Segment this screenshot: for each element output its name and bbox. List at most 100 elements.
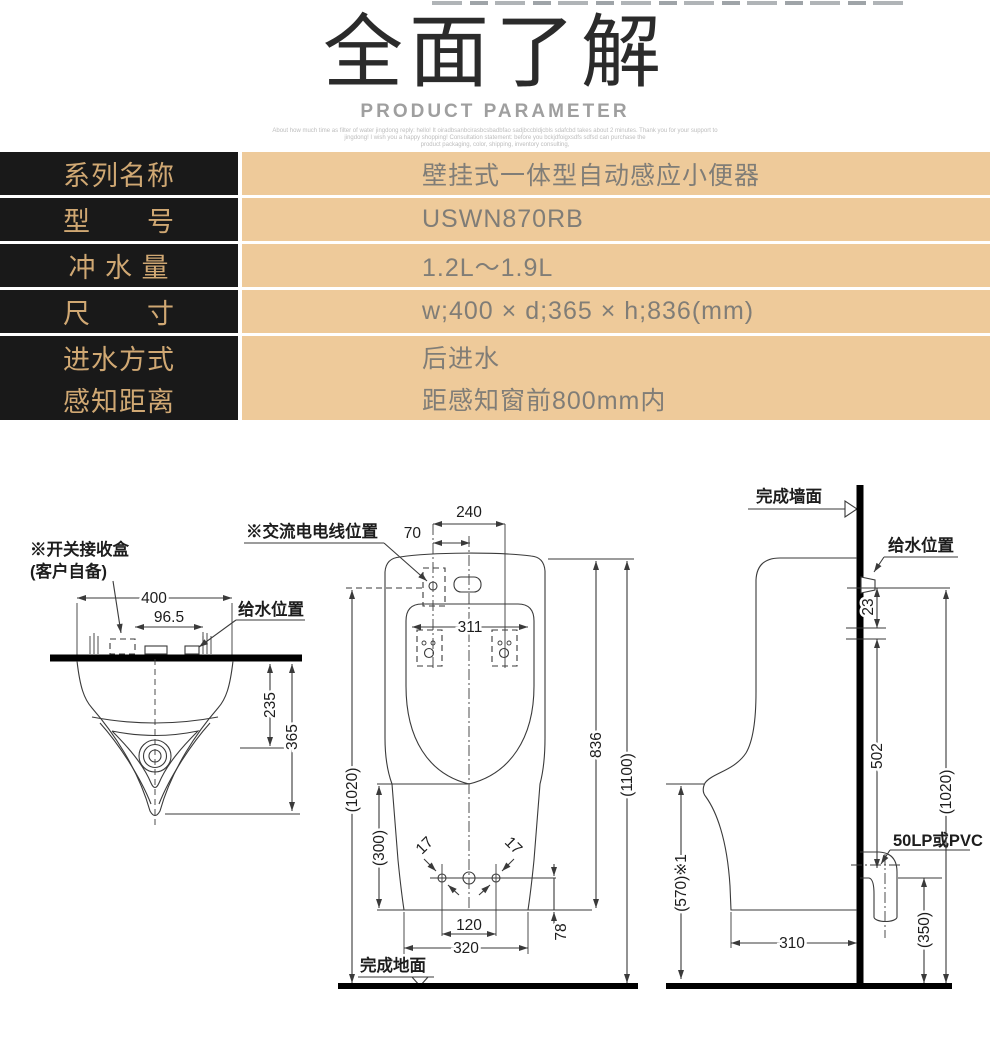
break-lines	[846, 627, 886, 640]
dim-78: 78	[553, 923, 570, 940]
row-value-inlet: 后进水	[422, 345, 501, 373]
dim-120: 120	[456, 917, 482, 934]
header: 全面了解 PRODUCT PARAMETER About how much ti…	[0, 12, 990, 149]
hole-arrow	[501, 858, 515, 872]
pipe-centerlines	[851, 854, 902, 938]
leader-line	[873, 556, 885, 573]
mount-hole	[430, 640, 436, 646]
page-subtitle: PRODUCT PARAMETER	[360, 100, 630, 122]
bowl-outline	[405, 603, 535, 785]
mount-hole	[421, 640, 427, 646]
table-row: 冲 水 量 1.2L～1.9L	[0, 244, 990, 287]
dim-320: 320	[453, 940, 479, 957]
dim-310: 310	[779, 935, 805, 952]
inner-chevrons	[99, 722, 211, 805]
row-value-sensing: 距感知窗前800mm内	[422, 387, 667, 415]
water-supply-label: 给水位置	[238, 599, 304, 619]
dim-70: 70	[404, 525, 422, 542]
row-value-inlet-sensing: 后进水 距感知窗前800mm内	[242, 336, 990, 420]
leader-line	[198, 619, 237, 648]
dim-311: 311	[458, 619, 483, 636]
extension-lines	[441, 864, 497, 936]
dim-240: 240	[456, 504, 482, 521]
row-value-series: 壁挂式一体型自动感应小便器	[242, 152, 990, 195]
dim-1020-right: (1020)	[938, 770, 955, 815]
pipe-ticks-left	[89, 633, 99, 654]
wall-datum-triangle	[844, 499, 858, 519]
table-row: 尺 寸 w;400 × d;365 × h;836(mm)	[0, 290, 990, 333]
hole-arrow	[447, 884, 460, 896]
switch-receiver-box	[109, 638, 136, 655]
water-supply-fitting	[860, 576, 876, 594]
switch-box-note-line1: ※开关接收盒	[30, 539, 130, 559]
finished-floor-label: 完成地面	[360, 955, 426, 975]
row-label-size: 尺 寸	[0, 290, 238, 333]
fine-print-line: product packaging, color, shipping, inve…	[420, 141, 570, 148]
switch-box-note-line2: (客户自备)	[30, 561, 107, 581]
urinal-top-outline	[76, 660, 234, 817]
row-label-sensing: 感知距离	[63, 386, 175, 417]
side-view: 完成墙面 (570)※1 310 给水位置 23 502	[666, 485, 983, 989]
dim-96-5: 96.5	[154, 609, 184, 626]
extension-lines	[76, 603, 233, 655]
row-label-inlet: 进水方式	[63, 344, 175, 375]
table-row: 型 号 USWN870RB	[0, 198, 990, 241]
mount-hole-zone-right	[491, 629, 518, 667]
dim-17-right: 17	[501, 834, 525, 858]
leader-line	[112, 580, 123, 634]
top-view: ※开关接收盒 (客户自备) 400 96.5 给水位置	[30, 539, 305, 827]
dim-836: 836	[588, 732, 605, 758]
row-value-size: w;400 × d;365 × h;836(mm)	[242, 290, 990, 333]
leader-line	[383, 542, 428, 582]
table-row: 系列名称 壁挂式一体型自动感应小便器	[0, 152, 990, 195]
water-supply-fitting	[184, 645, 200, 655]
row-value-model: USWN870RB	[242, 198, 990, 241]
table-row: 进水方式 感知距离 后进水 距感知窗前800mm内	[0, 336, 990, 420]
leader-line	[880, 849, 891, 865]
bowl-shield	[111, 730, 200, 789]
dim-502: 502	[869, 743, 886, 769]
page-title: 全面了解	[323, 8, 667, 97]
urinal-front-outline	[384, 552, 546, 911]
center-fitting	[144, 645, 168, 655]
drain-pipe-elbow	[860, 851, 898, 923]
row-label-series: 系列名称	[0, 152, 238, 195]
dim-300: (300)	[371, 830, 388, 866]
front-view: ※交流电电线位置 240 70 311	[244, 504, 639, 989]
drain-pipe-label: 50LP或PVC	[893, 830, 983, 850]
spec-table: 系列名称 壁挂式一体型自动感应小便器 型 号 USWN870RB 冲 水 量 1…	[0, 152, 990, 423]
row-label-inlet-sensing: 进水方式 感知距离	[0, 336, 238, 420]
ac-cord-label: ※交流电电线位置	[246, 521, 378, 541]
dim-235: 235	[262, 692, 279, 718]
mount-hole-zone-left	[416, 629, 443, 667]
floor-datum-triangle	[410, 976, 430, 987]
dim-23: 23	[860, 598, 877, 615]
water-supply-label: 给水位置	[888, 535, 954, 555]
hole-arrow	[423, 858, 437, 872]
cutoff-text-strip	[432, 1, 908, 5]
dim-1020-left: (1020)	[344, 768, 361, 813]
dim-400: 400	[141, 590, 167, 607]
dim-350: (350)	[916, 912, 933, 948]
dim-365: 365	[284, 724, 301, 750]
row-label-model: 型 号	[0, 198, 238, 241]
row-value-flush: 1.2L～1.9L	[242, 244, 990, 287]
ac-cord-zone	[422, 567, 446, 607]
installation-drawing: ※开关接收盒 (客户自备) 400 96.5 给水位置	[30, 485, 983, 989]
pipe-ticks-right	[202, 633, 212, 654]
mount-hole	[506, 640, 512, 646]
dim-1100: (1100)	[619, 753, 636, 797]
dim-17-left: 17	[413, 834, 437, 858]
mount-hole	[423, 647, 435, 659]
fine-print-line: About how much time as filter of water j…	[272, 127, 718, 134]
fine-print: About how much time as filter of water j…	[0, 128, 990, 149]
fine-print-line: jingdong! I wish you a happy shopping! C…	[344, 134, 646, 141]
hole-arrow	[478, 884, 491, 896]
finished-wall-label: 完成墙面	[756, 486, 822, 506]
mount-hole	[498, 647, 510, 659]
extension-lines	[403, 912, 529, 954]
mount-hole	[497, 640, 503, 646]
urinal-side-outline	[702, 557, 857, 911]
row-label-flush: 冲 水 量	[0, 244, 238, 287]
